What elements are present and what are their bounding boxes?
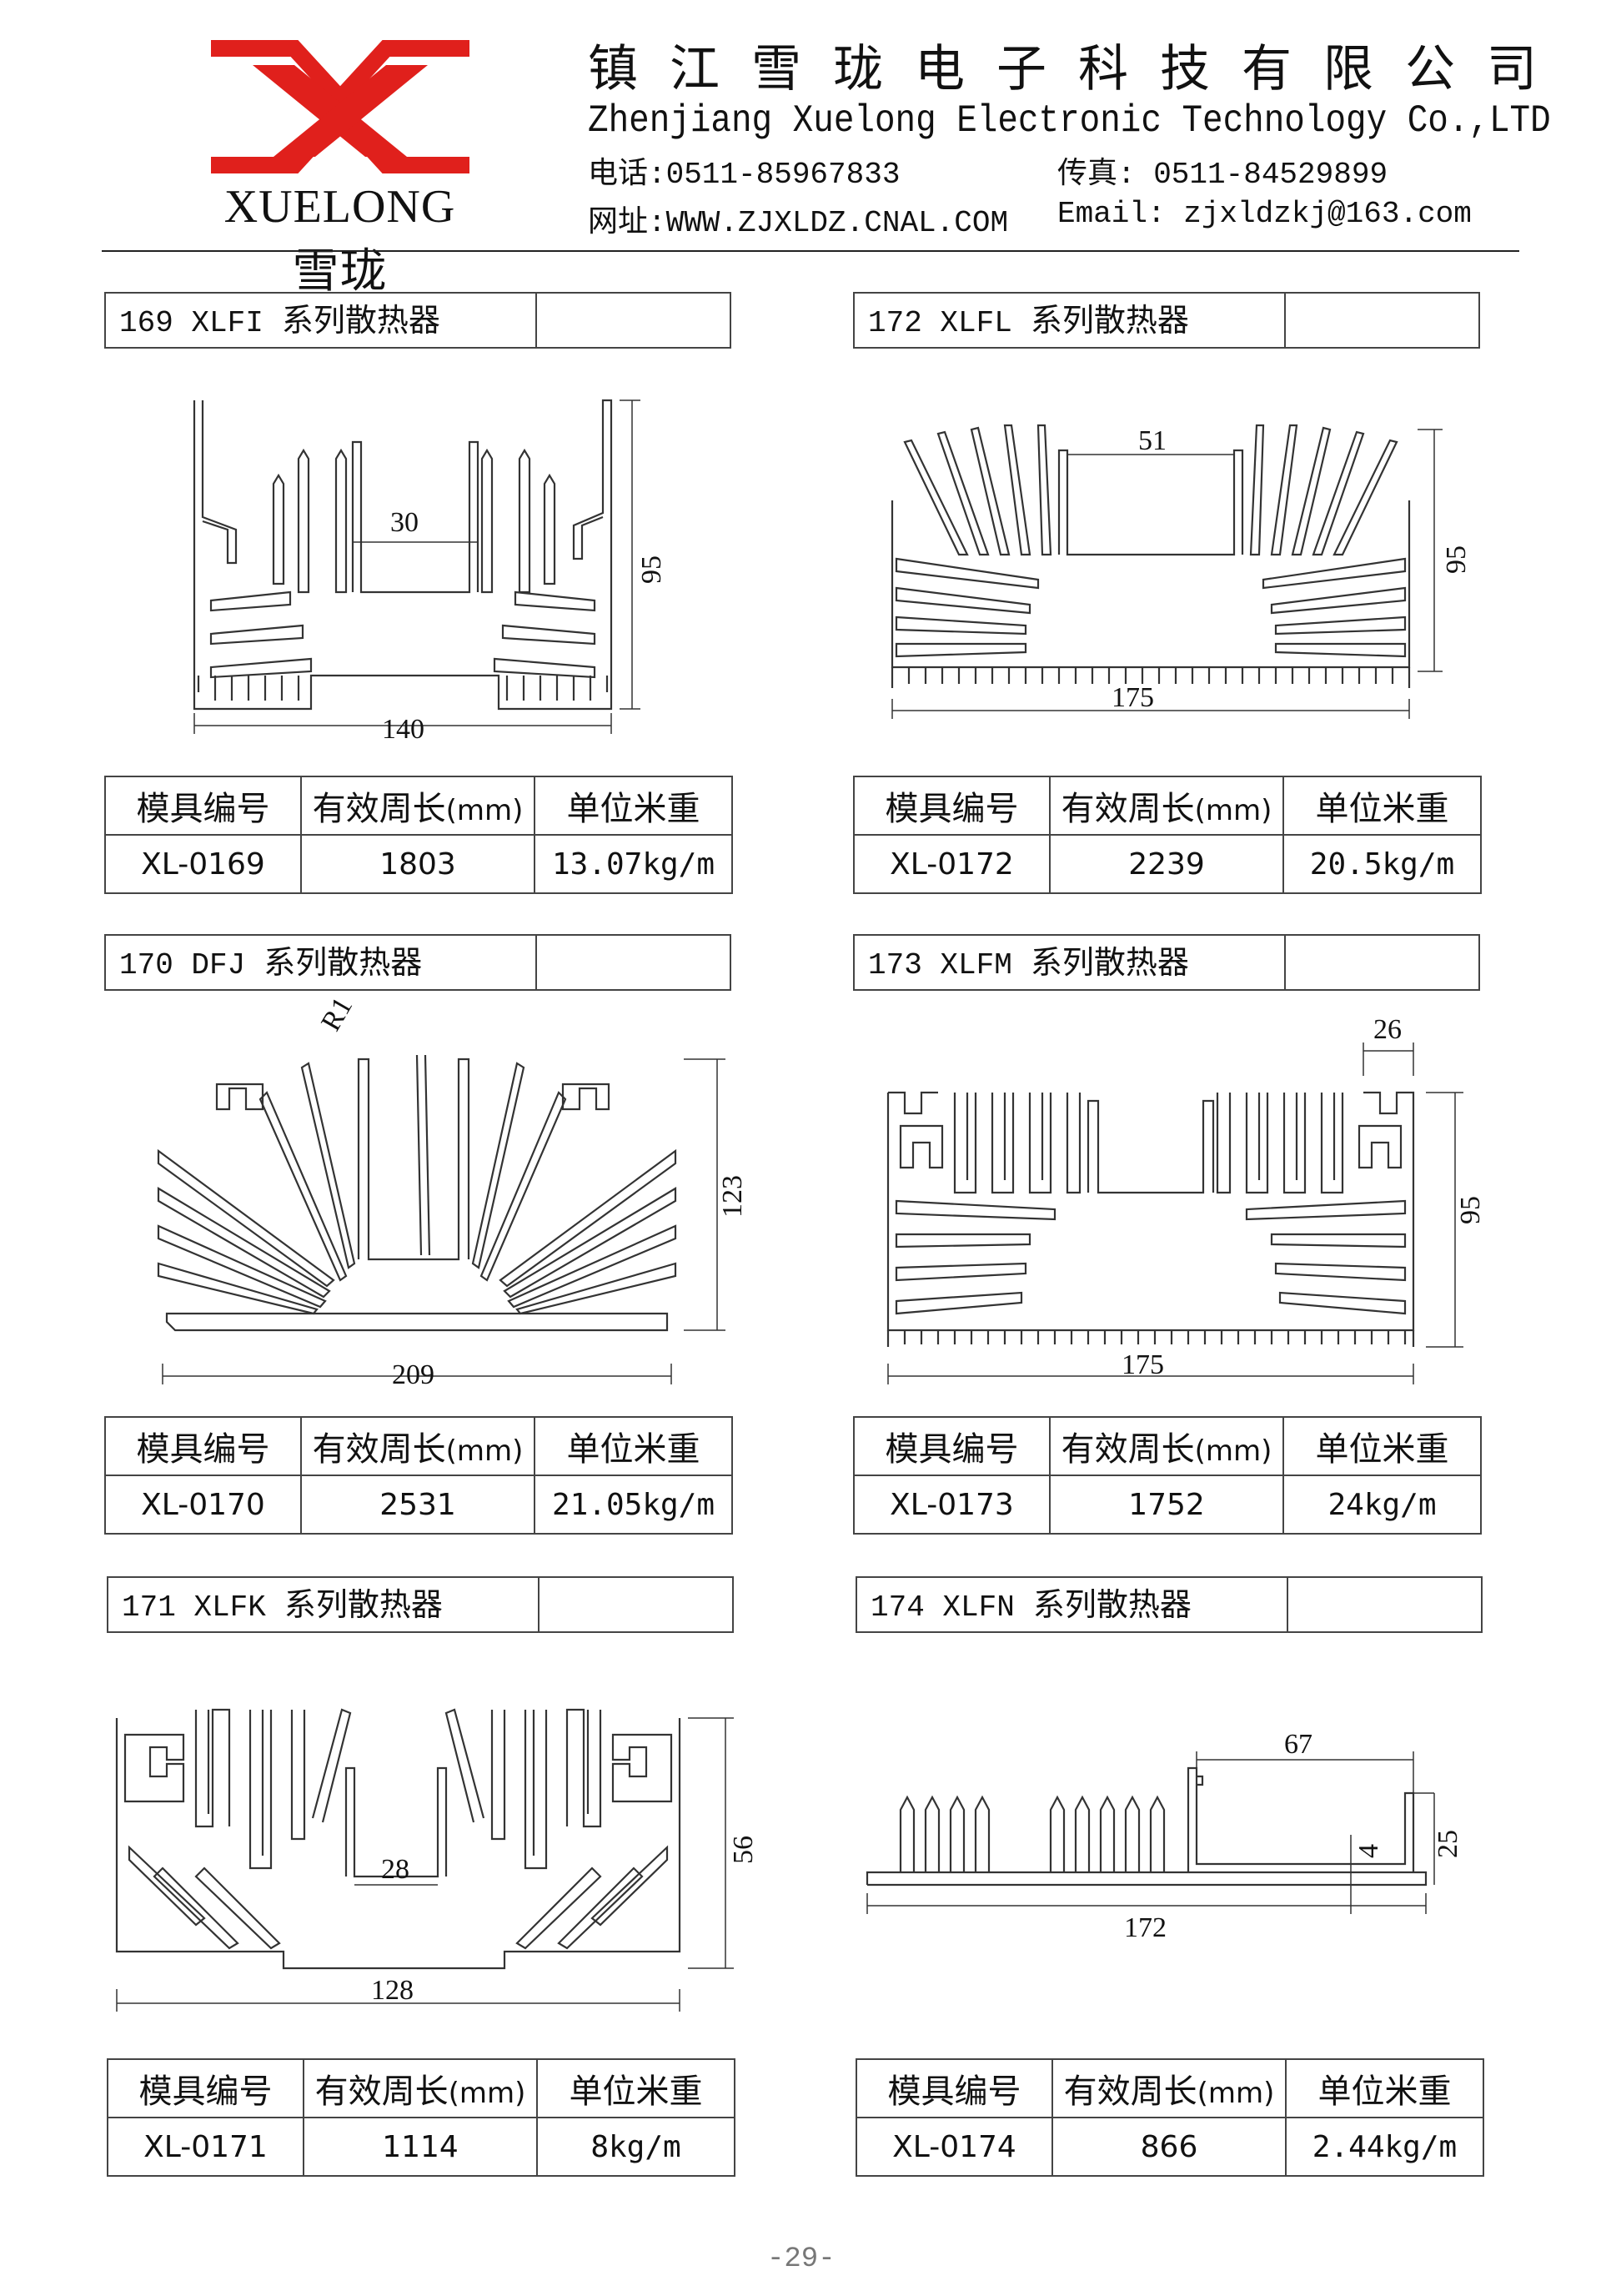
dim-height: 95 bbox=[1441, 545, 1472, 574]
phone: 电话:0511-85967833 bbox=[588, 158, 901, 192]
profile-drawing-173: 26 95 175 bbox=[880, 1016, 1486, 1393]
header-perimeter: 有效周长(mm) bbox=[1049, 776, 1284, 836]
mold-no: XL-0171 bbox=[107, 2117, 304, 2177]
section-title-174: 174 XLFN 系列散热器 bbox=[856, 1576, 1483, 1633]
dim-width: 128 bbox=[371, 1975, 414, 2006]
section-title-173: 173 XLFM 系列散热器 bbox=[853, 934, 1480, 991]
spec-table-169: 模具编号 有效周长(mm) 单位米重 XL-0169 1803 13.07kg/… bbox=[104, 776, 733, 894]
header-unit-weight: 单位米重 bbox=[534, 1416, 733, 1476]
mold-no: XL-0172 bbox=[853, 834, 1051, 894]
dim-height: 123 bbox=[717, 1175, 748, 1218]
header-unit-weight: 单位米重 bbox=[1282, 776, 1482, 836]
header-mold-no: 模具编号 bbox=[853, 776, 1051, 836]
mold-no: XL-0170 bbox=[104, 1475, 302, 1535]
header-mold-no: 模具编号 bbox=[107, 2058, 304, 2118]
section-title-169: 169 XLFI 系列散热器 bbox=[104, 292, 731, 349]
perimeter: 2239 bbox=[1049, 834, 1284, 894]
product-code: 174 XLFN bbox=[871, 1590, 1015, 1625]
company-header: 镇江雪珑电子科技有限公司 Zhenjiang Xuelong Electroni… bbox=[588, 40, 1568, 143]
dim-width: 209 bbox=[392, 1359, 434, 1390]
profile-drawing-172: 51 95 175 bbox=[888, 417, 1472, 734]
product-code: 172 XLFL bbox=[868, 306, 1012, 340]
email-link[interactable]: Email: zjxldzkj@163.com bbox=[1057, 197, 1472, 231]
header-unit-weight: 单位米重 bbox=[1282, 1416, 1482, 1476]
spec-table-171: 模具编号 有效周长(mm) 单位米重 XL-0171 1114 8kg/m bbox=[107, 2058, 735, 2177]
header-unit-weight: 单位米重 bbox=[534, 776, 733, 836]
header-perimeter: 有效周长(mm) bbox=[1051, 2058, 1287, 2118]
header-perimeter: 有效周长(mm) bbox=[1049, 1416, 1284, 1476]
header-mold-no: 模具编号 bbox=[853, 1416, 1051, 1476]
product-code: 173 XLFM bbox=[868, 948, 1012, 982]
header-mold-no: 模具编号 bbox=[856, 2058, 1053, 2118]
product-title: 系列散热器 bbox=[263, 944, 423, 981]
perimeter: 1803 bbox=[300, 834, 535, 894]
header-perimeter: 有效周长(mm) bbox=[303, 2058, 538, 2118]
dim-width: 175 bbox=[1112, 682, 1154, 713]
perimeter: 1114 bbox=[303, 2117, 538, 2177]
fax: 传真: 0511-84529899 bbox=[1057, 158, 1388, 192]
header-mold-no: 模具编号 bbox=[104, 776, 302, 836]
section-title-170: 170 DFJ 系列散热器 bbox=[104, 934, 731, 991]
dim-width: 140 bbox=[382, 714, 424, 745]
dim-top: 51 bbox=[1138, 425, 1167, 456]
dim-width: 172 bbox=[1124, 1912, 1167, 1943]
dim-top: 67 bbox=[1284, 1729, 1312, 1760]
unit-weight: 2.44kg/m bbox=[1285, 2117, 1484, 2177]
perimeter: 1752 bbox=[1049, 1475, 1284, 1535]
header-unit-weight: 单位米重 bbox=[1285, 2058, 1484, 2118]
dim-top: 28 bbox=[381, 1854, 409, 1885]
brand-name: XUELONG 雪珑 bbox=[223, 181, 456, 298]
company-name-en: Zhenjiang Xuelong Electronic Technology … bbox=[588, 99, 1551, 143]
unit-weight: 20.5kg/m bbox=[1282, 834, 1482, 894]
header-perimeter: 有效周长(mm) bbox=[300, 1416, 535, 1476]
product-title: 系列散热器 bbox=[1030, 944, 1189, 981]
product-code: 170 DFJ bbox=[119, 948, 246, 982]
mold-no: XL-0169 bbox=[104, 834, 302, 894]
dim-width: 175 bbox=[1122, 1349, 1164, 1380]
mold-no: XL-0173 bbox=[853, 1475, 1051, 1535]
header-perimeter: 有效周长(mm) bbox=[300, 776, 535, 836]
spec-table-170: 模具编号 有效周长(mm) 单位米重 XL-0170 2531 21.05kg/… bbox=[104, 1416, 733, 1535]
unit-weight: 8kg/m bbox=[536, 2117, 735, 2177]
unit-weight: 21.05kg/m bbox=[534, 1475, 733, 1535]
spec-table-172: 模具编号 有效周长(mm) 单位米重 XL-0172 2239 20.5kg/m bbox=[853, 776, 1482, 894]
profile-drawing-170: R1 123 209 bbox=[150, 992, 750, 1393]
perimeter: 2531 bbox=[300, 1475, 535, 1535]
product-title: 系列散热器 bbox=[1030, 302, 1189, 339]
dim-height: 95 bbox=[1455, 1196, 1486, 1224]
dim-height: 95 bbox=[636, 555, 667, 584]
dim-base: 4 bbox=[1353, 1844, 1384, 1858]
perimeter: 866 bbox=[1051, 2117, 1287, 2177]
product-title: 系列散热器 bbox=[281, 302, 440, 339]
header-unit-weight: 单位米重 bbox=[536, 2058, 735, 2118]
spec-table-173: 模具编号 有效周长(mm) 单位米重 XL-0173 1752 24kg/m bbox=[853, 1416, 1482, 1535]
mold-no: XL-0174 bbox=[856, 2117, 1053, 2177]
unit-weight: 13.07kg/m bbox=[534, 834, 733, 894]
profile-drawing-169: 30 95 140 bbox=[190, 392, 690, 745]
product-code: 169 XLFI bbox=[119, 306, 263, 340]
unit-weight: 24kg/m bbox=[1282, 1475, 1482, 1535]
product-title: 系列散热器 bbox=[284, 1586, 443, 1623]
dim-height: 25 bbox=[1433, 1830, 1463, 1858]
header-mold-no: 模具编号 bbox=[104, 1416, 302, 1476]
dim-height: 56 bbox=[728, 1836, 759, 1864]
company-logo: XUELONG 雪珑 bbox=[196, 40, 484, 298]
product-code: 171 XLFK bbox=[122, 1590, 266, 1625]
company-name-cn: 镇江雪珑电子科技有限公司 bbox=[588, 40, 1568, 98]
dim-top: 26 bbox=[1373, 1014, 1402, 1045]
product-title: 系列散热器 bbox=[1032, 1586, 1192, 1623]
profile-drawing-171: 28 56 128 bbox=[113, 1701, 759, 2035]
xuelong-x-logo-icon bbox=[211, 40, 469, 173]
profile-drawing-174: 67 4 25 172 bbox=[859, 1726, 1476, 1943]
spec-table-174: 模具编号 有效周长(mm) 单位米重 XL-0174 866 2.44kg/m bbox=[856, 2058, 1484, 2177]
dim-top: 30 bbox=[390, 507, 419, 538]
section-title-172: 172 XLFL 系列散热器 bbox=[853, 292, 1480, 349]
website-link[interactable]: 网址:WWW.ZJXLDZ.CNAL.COM bbox=[588, 206, 1009, 240]
header-divider bbox=[102, 250, 1519, 252]
section-title-171: 171 XLFK 系列散热器 bbox=[107, 1576, 734, 1633]
page-number: -29- bbox=[767, 2243, 836, 2275]
